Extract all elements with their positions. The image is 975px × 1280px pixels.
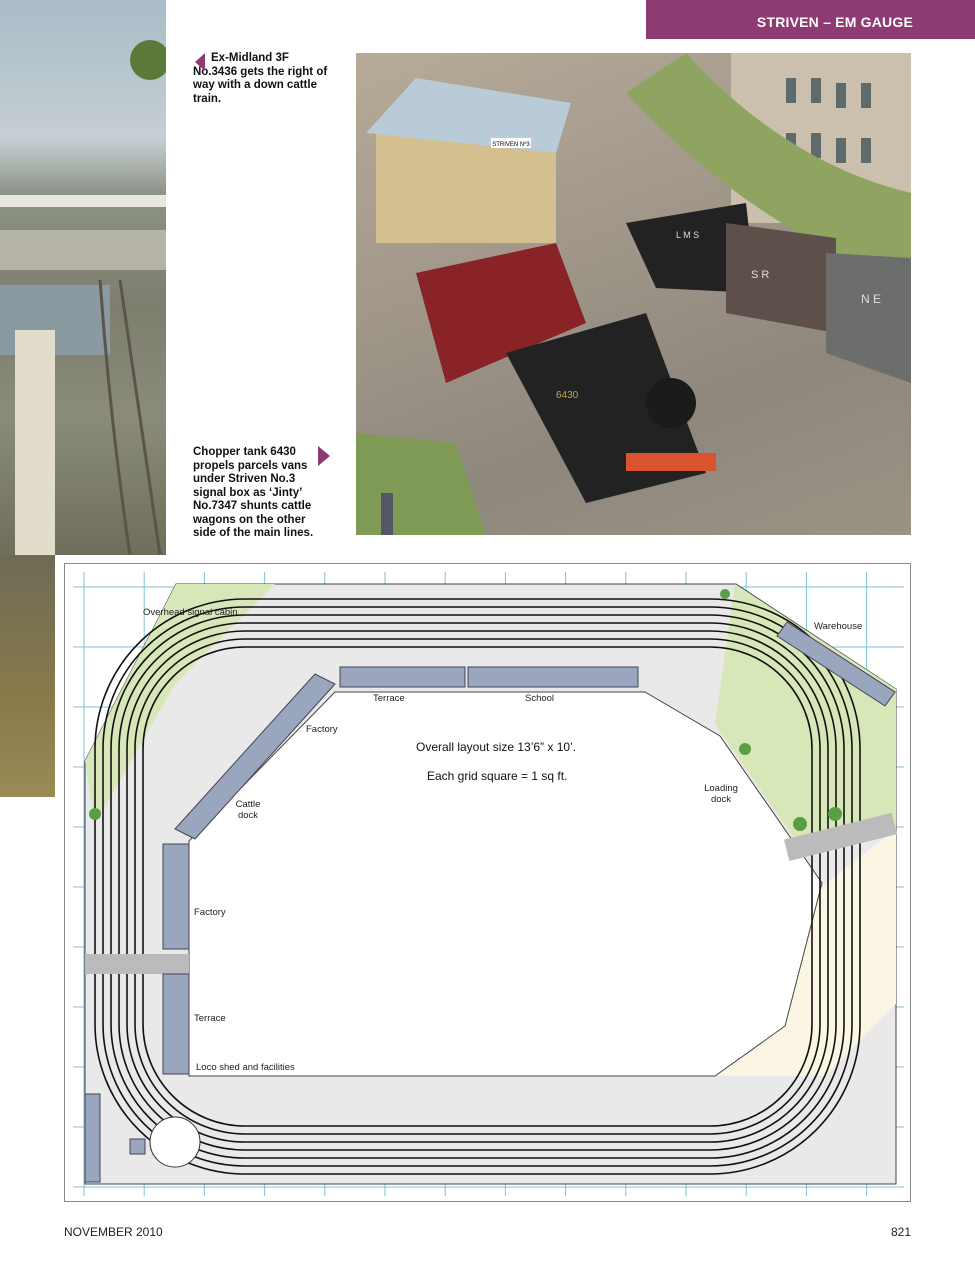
photo-signal-gantry-lower — [0, 555, 55, 797]
photo-signal-gantry — [0, 0, 170, 556]
section-header: STRIVEN – EM GAUGE — [646, 0, 975, 39]
wagon-letters-ne: N E — [861, 292, 881, 306]
caption-bottom: Chopper tank 6430 propels parcels vans u… — [193, 446, 330, 541]
label-cattle-dock: Cattle dock — [235, 799, 261, 821]
track-line — [126, 630, 829, 1143]
caption-bottom-text: Chopper tank 6430 propels parcels vans u… — [193, 446, 314, 539]
caption-top: Ex-Midland 3F No.3436 gets the right of … — [193, 52, 333, 106]
note-grid-scale: Each grid square = 1 sq ft. — [423, 769, 572, 783]
label-terrace-top: Terrace — [373, 693, 405, 704]
wagon-letters-lms: L M S — [676, 230, 699, 240]
label-loading-dock: Loading dock — [704, 783, 738, 805]
track-plan: Overhead signal cabin Terrace School War… — [64, 563, 911, 1202]
footer-date: NOVEMBER 2010 — [64, 1225, 163, 1239]
track-plan-drawing — [73, 572, 904, 1196]
loco-number: 6430 — [556, 390, 579, 401]
track-line — [102, 606, 853, 1167]
signal-box-sign — [491, 138, 531, 148]
label-terrace-left: Terrace — [194, 1013, 226, 1024]
track-line — [134, 638, 821, 1135]
note-layout-size: Overall layout size 13’6” x 10’. — [412, 740, 581, 754]
arrow-right-icon — [318, 446, 330, 466]
track-line — [94, 598, 861, 1175]
section-title: STRIVEN – EM GAUGE — [756, 14, 913, 30]
track-line — [118, 622, 837, 1151]
footer-page-number: 821 — [890, 1225, 911, 1239]
label-factory-top: Factory — [306, 724, 338, 735]
label-school: School — [525, 693, 555, 704]
label-overhead-signal-cabin: Overhead signal cabin — [143, 607, 238, 618]
caption-top-text: Ex-Midland 3F No.3436 gets the right of … — [193, 52, 328, 105]
photo-signal-box: STRIVEN Nº3 6430 L M S S R N E — [356, 53, 911, 535]
label-factory-left: Factory — [194, 907, 226, 918]
track-line — [110, 614, 845, 1159]
label-warehouse: Warehouse — [814, 621, 863, 632]
track-line — [142, 646, 813, 1127]
signal-box-sign-text: STRIVEN Nº3 — [492, 141, 530, 148]
label-loco-shed: Loco shed and facilities — [196, 1062, 295, 1073]
wagon-letters-sr: S R — [751, 269, 769, 281]
arrow-left-icon — [195, 53, 205, 71]
